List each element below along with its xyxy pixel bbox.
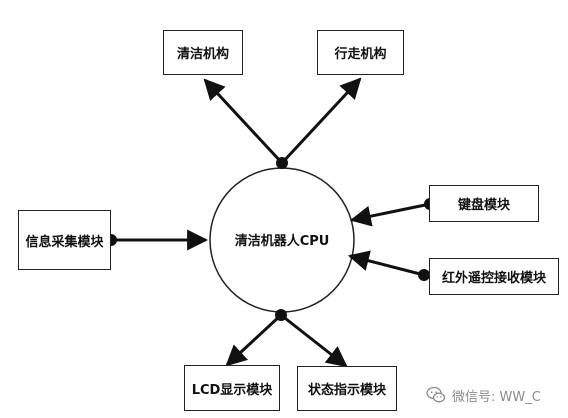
wechat-icon <box>426 386 446 403</box>
arrow-to-lcd <box>225 313 283 367</box>
arrow-to-status <box>280 313 348 368</box>
arrow-from-keyboard <box>349 202 431 227</box>
keyboard-module-box: 键盘模块 <box>429 185 539 222</box>
info-collect-module-box: 信息采集模块 <box>18 210 111 270</box>
status-module-box: 状态指示模块 <box>297 366 397 411</box>
arrow-from-infrared <box>347 250 425 277</box>
status-module-label: 状态指示模块 <box>307 383 386 398</box>
arrow-to-walking <box>280 77 362 165</box>
infrared-module-box: 红外遥控接收模块 <box>429 258 559 295</box>
watermark: 微信号: WW_C <box>426 383 541 407</box>
cleaning-mechanism-box: 清洁机构 <box>163 30 243 75</box>
info-collect-module-label: 信息采集模块 <box>25 234 104 250</box>
infrared-module-label: 红外遥控接收模块 <box>441 271 546 286</box>
keyboard-module-label: 键盘模块 <box>457 198 510 213</box>
infrared-dot <box>418 269 430 281</box>
watermark-text: 微信号: WW_C <box>452 389 541 405</box>
junction-dot-bottom <box>275 309 287 321</box>
lcd-module-label: LCD显示模块 <box>191 382 273 398</box>
lcd-module-box: LCD显示模块 <box>184 365 280 411</box>
cleaning-mechanism-label: 清洁机构 <box>176 47 229 62</box>
walking-mechanism-label: 行走机构 <box>334 47 387 62</box>
junction-dot-top <box>276 157 288 169</box>
arrow-to-cleaning <box>203 78 284 165</box>
walking-mechanism-box: 行走机构 <box>317 30 404 75</box>
cpu-label: 清洁机器人CPU <box>234 233 330 249</box>
